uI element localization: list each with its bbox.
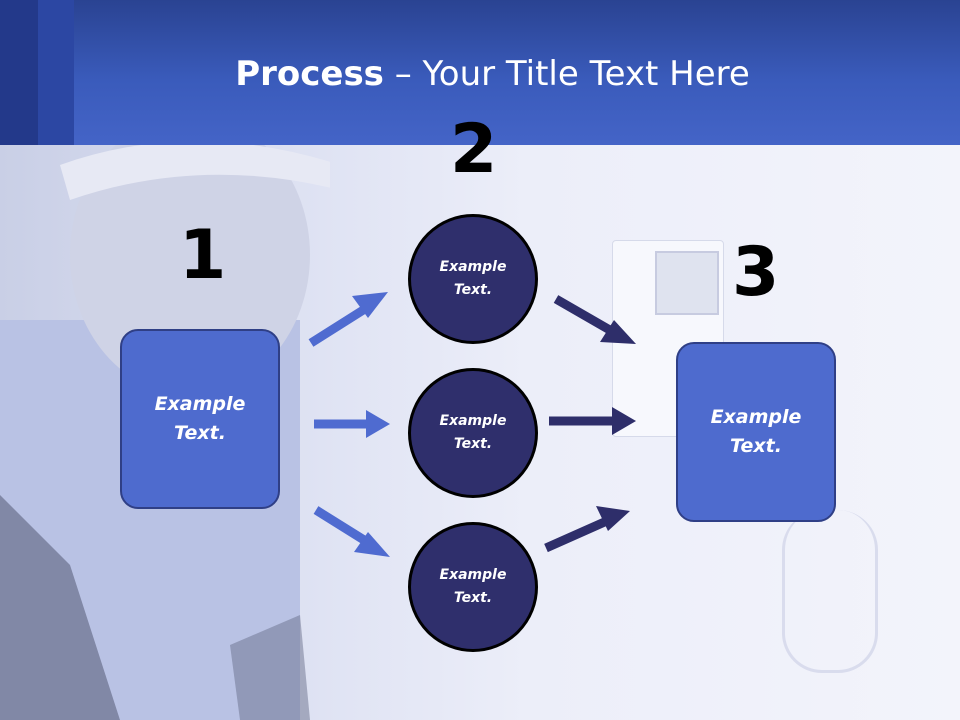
header-stripe: [38, 0, 74, 145]
left-box: Example Text.: [120, 329, 280, 509]
intercom-screen: [655, 251, 719, 315]
right-box-text: Example Text.: [710, 406, 802, 457]
arrow-to-top: [308, 292, 388, 347]
step-number-2: 2: [450, 110, 498, 189]
arrow-to-bottom: [313, 506, 390, 557]
circle-bottom-text: Example Text.: [439, 567, 507, 606]
left-box-text: Example Text.: [154, 393, 246, 444]
arrow-from-top: [553, 295, 636, 344]
title-bold: Process: [235, 54, 384, 94]
arrow-to-middle: [314, 410, 390, 438]
circle-middle-text: Example Text.: [439, 413, 507, 452]
title-rest: – Your Title Text Here: [383, 54, 750, 94]
right-box: Example Text.: [676, 342, 836, 522]
circle-top-text: Example Text.: [439, 259, 507, 298]
step-number-3: 3: [732, 233, 780, 312]
arrow-from-middle: [549, 407, 636, 435]
circle-top: Example Text.: [408, 214, 538, 344]
arrow-from-bottom: [544, 506, 630, 553]
phone-cord: [782, 510, 878, 673]
header-band: Process – Your Title Text Here: [0, 0, 960, 145]
circle-middle: Example Text.: [408, 368, 538, 498]
circle-bottom: Example Text.: [408, 522, 538, 652]
step-number-1: 1: [179, 216, 227, 295]
slide-title: Process – Your Title Text Here: [0, 52, 960, 96]
header-stripe: [0, 0, 38, 145]
